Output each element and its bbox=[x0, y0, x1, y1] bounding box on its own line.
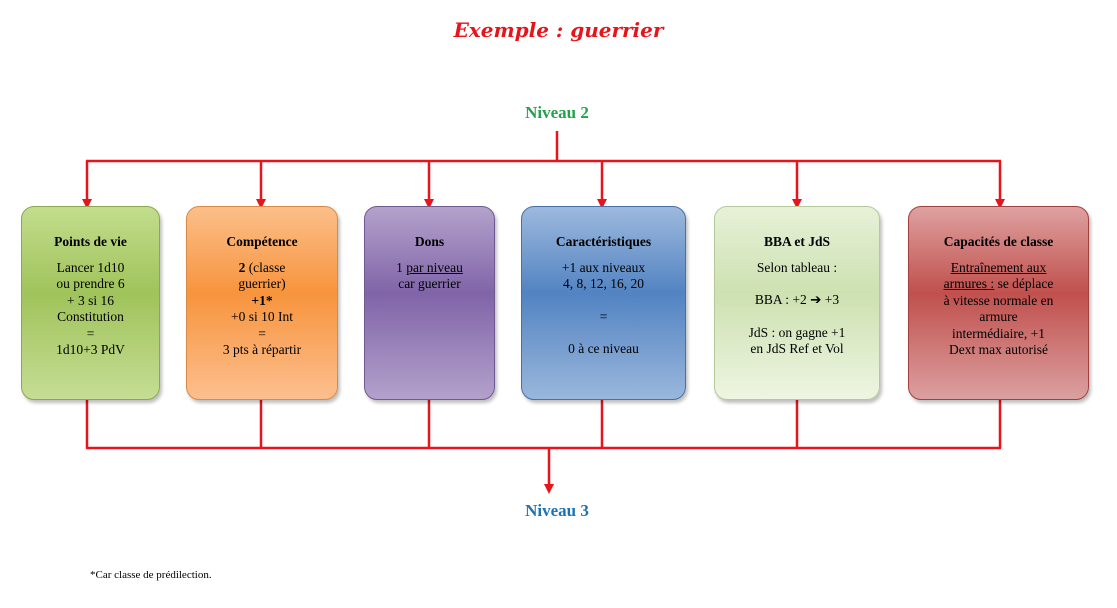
class-rest-2: se déplace bbox=[994, 276, 1054, 291]
skill-line-1: 2 (classe bbox=[193, 260, 331, 277]
stats-gap-2 bbox=[528, 325, 679, 341]
box-bba-title: BBA et JdS bbox=[763, 234, 831, 249]
bba-after: +3 bbox=[824, 292, 840, 307]
feats-prefix: 1 bbox=[396, 259, 407, 275]
skill-bonus: +1* bbox=[251, 292, 273, 308]
class-line-2: armures : se déplace bbox=[913, 276, 1084, 293]
box-skill-title: Compétence bbox=[226, 234, 298, 249]
skill-value: 2 bbox=[238, 259, 246, 275]
bba-line-4: en JdS Ref et Vol bbox=[750, 341, 844, 356]
class-line-6: Dext max autorisé bbox=[949, 342, 1048, 357]
box-class-abilities: Capacités de classe Entraînement aux arm… bbox=[908, 206, 1089, 400]
hp-line-5: = bbox=[86, 325, 95, 341]
box-skill: Compétence 2 (classe guerrier) +1* +0 si… bbox=[186, 206, 338, 400]
stats-line-3: = bbox=[599, 308, 608, 324]
class-line-3: à vitesse normale en bbox=[943, 292, 1054, 308]
box-feats-title: Dons bbox=[414, 234, 445, 249]
class-underlined-2: armures : bbox=[943, 276, 995, 291]
box-class-title: Capacités de classe bbox=[943, 234, 1054, 249]
diagram-title: Exemple : guerrier bbox=[453, 18, 664, 42]
level-top-label: Niveau 2 bbox=[525, 103, 589, 122]
hp-line-6: 1d10+3 PdV bbox=[56, 342, 125, 357]
hp-line-1: Lancer 1d10 bbox=[56, 259, 125, 275]
bba-gap-2 bbox=[721, 309, 873, 325]
class-line-4: armure bbox=[979, 309, 1018, 324]
bba-line-3: JdS : on gagne +1 bbox=[748, 324, 846, 340]
hp-line-3: + 3 si 16 bbox=[67, 292, 114, 308]
class-underlined-1: Entraînement aux bbox=[950, 259, 1047, 275]
hp-line-4: Constitution bbox=[57, 309, 124, 324]
skill-line-4: +0 si 10 Int bbox=[231, 309, 293, 324]
feats-underlined: par niveau bbox=[406, 259, 463, 275]
skill-value-suffix: (classe bbox=[245, 259, 286, 275]
feats-line-2: car guerrier bbox=[398, 276, 461, 291]
class-line-5: intermédiaire, +1 bbox=[951, 325, 1046, 341]
box-hit-points-title: Points de vie bbox=[54, 234, 127, 249]
box-bba-saves: BBA et JdS Selon tableau : BBA : +2 ➔ +3… bbox=[714, 206, 880, 400]
bba-line-2: BBA : +2 ➔ +3 bbox=[721, 292, 873, 309]
arrow-right-icon: ➔ bbox=[810, 292, 822, 307]
bba-before: BBA : +2 bbox=[754, 292, 807, 307]
skill-line-2: guerrier) bbox=[238, 276, 286, 291]
stats-line-1: +1 aux niveaux bbox=[561, 259, 646, 275]
box-feats: Dons 1 par niveau car guerrier bbox=[364, 206, 495, 400]
hp-line-2: ou prendre 6 bbox=[56, 276, 125, 291]
feats-line-1: 1 par niveau bbox=[371, 260, 488, 277]
footnote: *Car classe de prédilection. bbox=[90, 569, 212, 581]
box-hit-points: Points de vie Lancer 1d10 ou prendre 6 +… bbox=[21, 206, 160, 400]
stats-line-2: 4, 8, 12, 16, 20 bbox=[563, 276, 644, 291]
bba-gap-1 bbox=[721, 276, 873, 292]
level-bottom-label: Niveau 3 bbox=[525, 501, 589, 520]
box-characteristics-title: Caractéristiques bbox=[555, 234, 652, 249]
skill-line-6: 3 pts à répartir bbox=[222, 342, 302, 357]
stats-gap-1 bbox=[528, 293, 679, 309]
stats-line-4: 0 à ce niveau bbox=[568, 341, 639, 356]
skill-line-5: = bbox=[258, 325, 266, 341]
box-characteristics: Caractéristiques +1 aux niveaux 4, 8, 12… bbox=[521, 206, 686, 400]
bba-line-1: Selon tableau : bbox=[756, 259, 838, 275]
